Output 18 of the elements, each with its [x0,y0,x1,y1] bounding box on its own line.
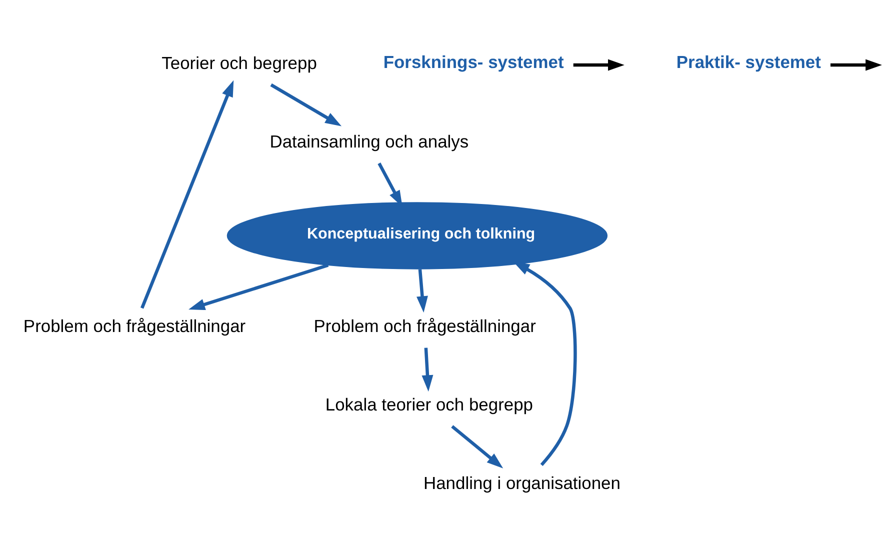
arrow [140,80,234,308]
node-text: Problem och frågeställningar [314,315,536,336]
arrow [573,58,624,70]
node-text: Handling i organisationen [423,472,620,493]
node-text: Teorier och begrepp [162,52,317,73]
node-text: Datainsamling och analys [270,131,469,152]
arrow [416,268,428,312]
node-text: Problem och frågeställningar [23,315,246,336]
arrow [188,263,329,310]
arrow [513,261,577,466]
node-ellipse: Konceptualisering och tolkning [226,202,608,269]
node-text: Forsknings- systemet [383,52,564,72]
arrow [451,424,504,468]
arrow [270,82,342,126]
arrow [830,58,882,70]
node-text: Praktik- systemet [676,52,821,72]
node-text: Lokala teorier och begrepp [325,394,534,414]
arrow [422,347,434,392]
